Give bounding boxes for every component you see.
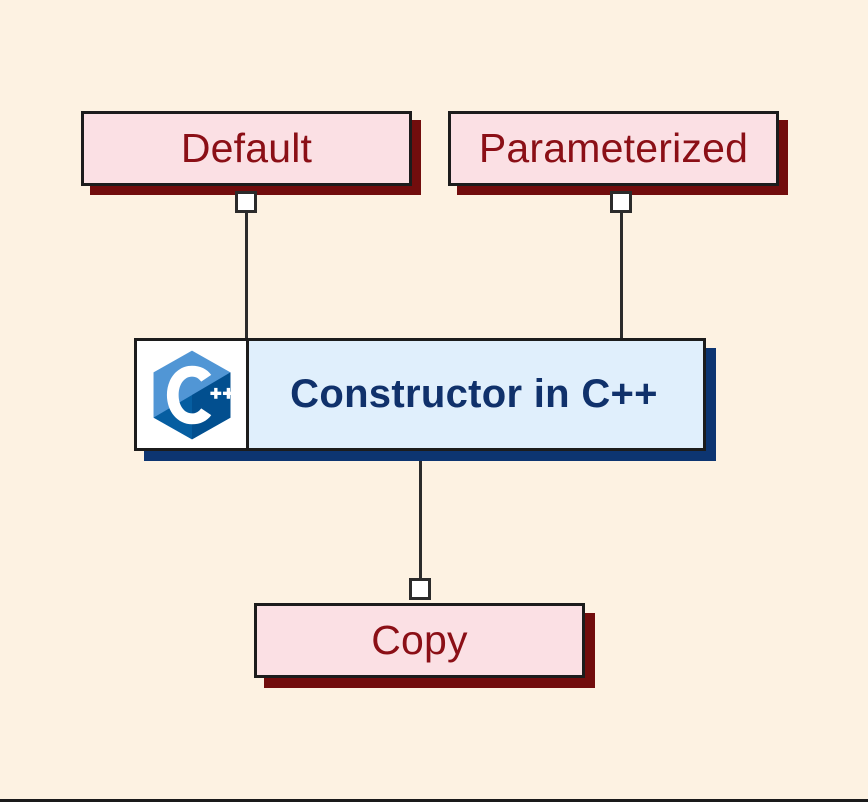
node-label-parameterized: Parameterized (478, 125, 749, 171)
connector-line-default (245, 203, 248, 340)
connector-handle-copy[interactable] (409, 578, 431, 600)
cpp-logo-cell (137, 341, 249, 448)
node-label-copy: Copy (371, 617, 468, 663)
node-parameterized[interactable]: Parameterized (448, 111, 779, 186)
connector-line-parameterized (620, 203, 623, 340)
node-copy[interactable]: Copy (254, 603, 585, 678)
node-label-constructor: Constructor in C++ (290, 372, 658, 416)
cpp-logo-icon (153, 350, 234, 439)
connector-handle-default[interactable] (235, 191, 257, 213)
node-default[interactable]: Default (81, 111, 412, 186)
connector-line-copy (419, 457, 422, 587)
node-constructor-in-cpp[interactable]: Constructor in C++ (134, 338, 706, 451)
connector-handle-parameterized[interactable] (610, 191, 632, 213)
node-label-default: Default (180, 125, 313, 171)
